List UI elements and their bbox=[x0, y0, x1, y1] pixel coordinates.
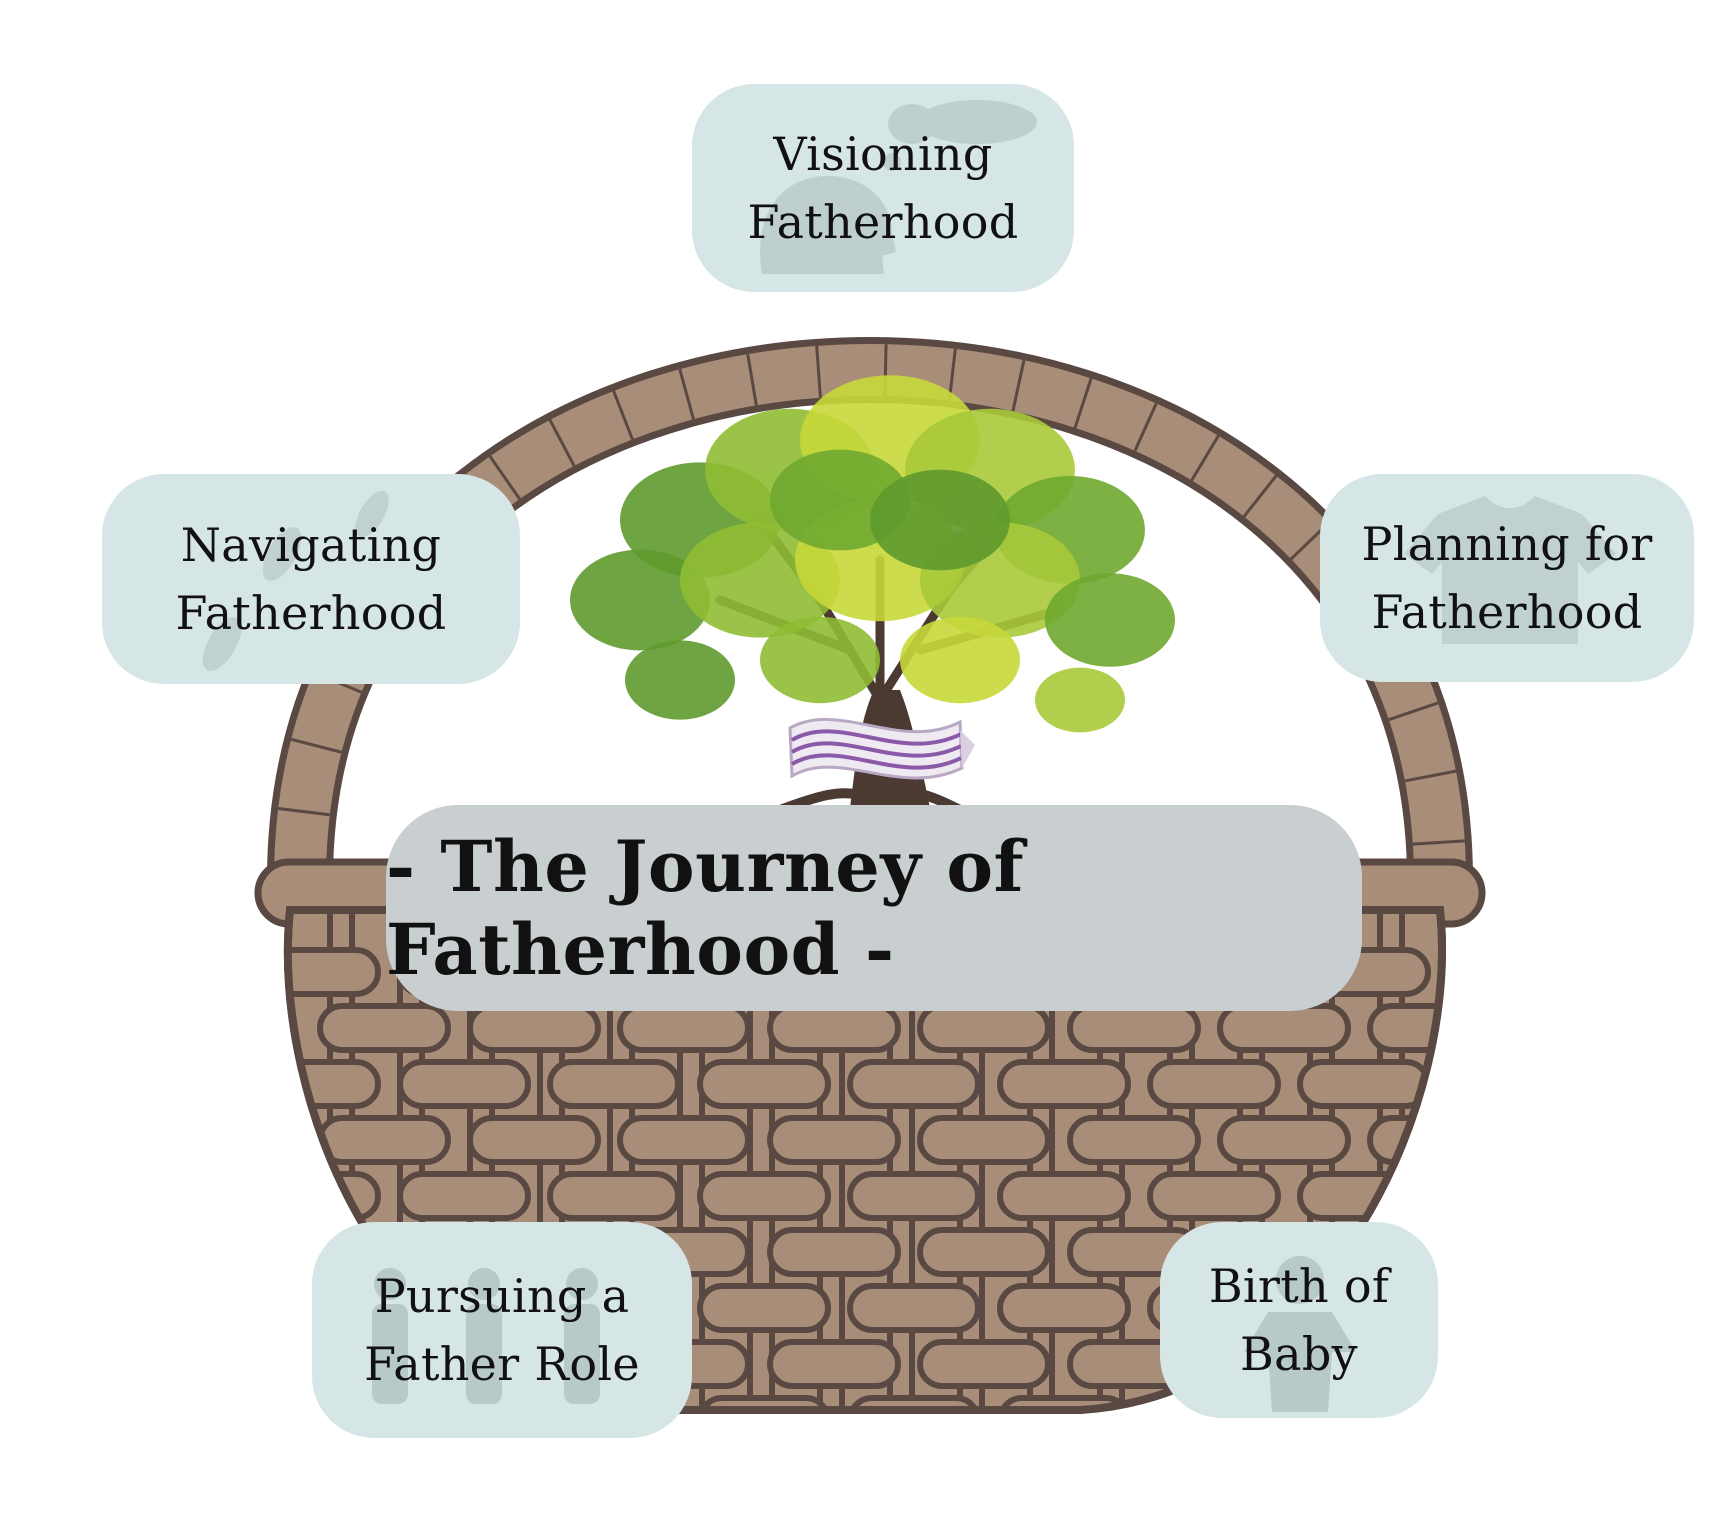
diagram-title: - The Journey of Fatherhood - bbox=[386, 825, 1025, 991]
tree-illustration bbox=[570, 375, 1175, 815]
basket-weave-strip bbox=[997, 1283, 1131, 1333]
basket-weave-strip bbox=[287, 947, 381, 997]
basket-weave-strip bbox=[767, 1227, 901, 1277]
stage-planning: Planning for Fatherhood bbox=[1320, 474, 1694, 682]
basket-weave-strip bbox=[1147, 1171, 1281, 1221]
basket-weave-strip bbox=[847, 1395, 981, 1410]
basket-weave-strip bbox=[847, 1059, 981, 1109]
stage-planning-label: Planning for Fatherhood bbox=[1361, 517, 1653, 639]
basket-weave-strip bbox=[617, 1003, 751, 1053]
basket-weave-strip bbox=[397, 1171, 531, 1221]
stage-birth: Birth of Baby bbox=[1160, 1222, 1438, 1418]
basket-weave-strip bbox=[847, 1283, 981, 1333]
tree-foliage-blob bbox=[760, 616, 880, 704]
basket-weave-strip bbox=[1067, 1115, 1201, 1165]
basket-weave-strip bbox=[1297, 1171, 1431, 1221]
basket-weave-strip bbox=[917, 1339, 1051, 1389]
basket-weave-strip bbox=[1217, 1115, 1351, 1165]
tree-foliage-blob bbox=[570, 549, 710, 651]
basket-weave-strip bbox=[467, 1003, 601, 1053]
basket-weave-strip bbox=[767, 1339, 901, 1389]
basket-weave-strip bbox=[697, 1059, 831, 1109]
stage-visioning-label: Visioning Fatherhood bbox=[747, 127, 1019, 249]
basket-weave-strip bbox=[917, 1115, 1051, 1165]
basket-weave-strip bbox=[1367, 1115, 1443, 1165]
basket-weave-strip bbox=[917, 1227, 1051, 1277]
basket-weave-strip bbox=[617, 1115, 751, 1165]
basket-weave-strip bbox=[287, 1059, 381, 1109]
basket-weave-strip bbox=[1297, 1059, 1431, 1109]
basket-weave-strip bbox=[1450, 1062, 1578, 1106]
title-box: - The Journey of Fatherhood - bbox=[386, 805, 1362, 1011]
basket-weave-strip bbox=[397, 1059, 531, 1109]
stage-pursuing: Pursuing a Father Role bbox=[312, 1222, 692, 1438]
basket-weave-strip bbox=[1450, 1398, 1578, 1442]
stage-visioning: Visioning Fatherhood bbox=[692, 84, 1074, 292]
tree-foliage-blob bbox=[900, 616, 1020, 704]
basket-weave-strip bbox=[547, 1171, 681, 1221]
basket-weave-strip bbox=[1450, 1286, 1578, 1330]
basket-weave-strip bbox=[1450, 1174, 1578, 1218]
basket-weave-strip bbox=[467, 1115, 601, 1165]
tree-foliage-blob bbox=[625, 640, 735, 720]
tree-foliage-blob bbox=[1045, 573, 1175, 667]
basket-weave-strip bbox=[1147, 1059, 1281, 1109]
tree-foliage-blob bbox=[1035, 667, 1125, 733]
basket-weave-strip bbox=[1217, 1003, 1351, 1053]
basket-weave-strip bbox=[697, 1395, 831, 1410]
basket-weave-strip bbox=[917, 1003, 1051, 1053]
basket-weave-strip bbox=[1450, 950, 1578, 994]
basket-weave-strip bbox=[547, 1059, 681, 1109]
basket-weave-strip bbox=[767, 1115, 901, 1165]
ribbon-banner bbox=[788, 718, 975, 780]
basket-weave-strip bbox=[997, 1171, 1131, 1221]
basket-weave-strip bbox=[847, 1171, 981, 1221]
basket-weave-strip bbox=[1067, 1003, 1201, 1053]
basket-weave-strip bbox=[997, 1059, 1131, 1109]
basket-weave-strip bbox=[317, 1003, 451, 1053]
basket-weave-strip bbox=[317, 1115, 451, 1165]
basket-weave-strip bbox=[767, 1003, 901, 1053]
stage-navigating-label: Navigating Fatherhood bbox=[175, 518, 447, 640]
basket-weave-strip bbox=[697, 1283, 831, 1333]
stage-birth-label: Birth of Baby bbox=[1208, 1259, 1390, 1381]
stage-navigating: Navigating Fatherhood bbox=[102, 474, 520, 684]
tree-foliage-blob bbox=[870, 469, 1010, 571]
basket-weave-strip bbox=[697, 1171, 831, 1221]
stage-pursuing-label: Pursuing a Father Role bbox=[364, 1269, 640, 1391]
